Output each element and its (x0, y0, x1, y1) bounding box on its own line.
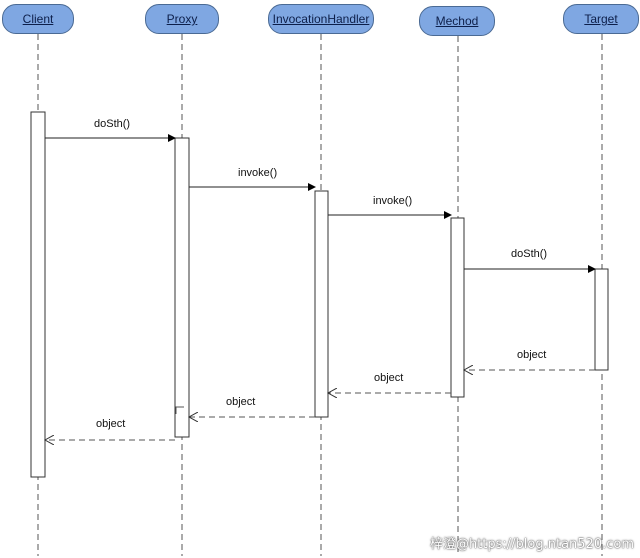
participant-label: InvocationHandler (272, 12, 370, 26)
participant-client: Client (2, 4, 74, 34)
message-label: invoke() (373, 195, 413, 207)
watermark: 梓澄@https://blog.ntan520.com (429, 537, 634, 552)
proxy-return-hook (175, 406, 184, 414)
message-label: object (96, 418, 126, 430)
participant-invocation-handler: InvocationHandler (268, 4, 374, 34)
message-label: invoke() (238, 167, 278, 179)
message-label: doSth() (511, 248, 548, 260)
participant-label: Mechod (435, 14, 479, 28)
message-label: doSth() (94, 118, 131, 130)
participant-mechod: Mechod (419, 6, 495, 36)
activation-mechod (450, 217, 465, 398)
participant-label: Client (22, 12, 54, 26)
participant-label: Proxy (166, 12, 198, 26)
activation-proxy (174, 137, 190, 438)
message-label: object (517, 349, 547, 361)
participant-label: Target (584, 12, 618, 26)
activation-target (594, 268, 609, 371)
participant-proxy: Proxy (145, 4, 219, 34)
participant-target: Target (563, 4, 639, 34)
message-label: object (226, 396, 256, 408)
message-label: object (374, 372, 404, 384)
activation-invocation_handler (314, 190, 329, 418)
activation-client (30, 111, 46, 478)
